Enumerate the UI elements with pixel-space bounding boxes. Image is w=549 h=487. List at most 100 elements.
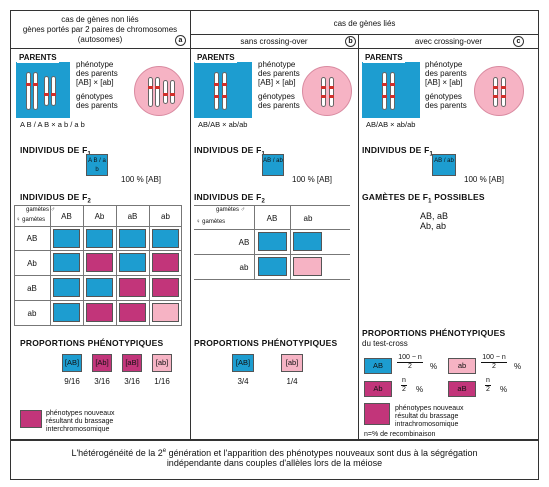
chromosome <box>493 77 498 107</box>
phenotype-box: [aB] <box>122 354 142 372</box>
punnett-cell <box>86 303 113 322</box>
col-header: AB <box>61 212 72 221</box>
punnett-cell <box>152 278 179 297</box>
col-b-punnett-grid: ♀ gamètes gamètes ♂ AB ab AB ab <box>194 205 350 280</box>
fraction-label: 9/16 <box>64 377 80 386</box>
punnett-cell <box>53 253 80 272</box>
col-c-parents-box <box>362 62 420 118</box>
header-divider-top <box>190 34 539 35</box>
percent-label: % <box>500 385 508 394</box>
legend-line-1: phénotypes nouveaux <box>46 410 115 417</box>
col-b-genotype-value: AB/AB × ab/ab <box>198 120 248 129</box>
row-header: AB <box>26 234 38 243</box>
col-a-f1-percent: 100 % [AB] <box>121 175 162 184</box>
col-c-prop-subtitle: du test-cross <box>362 339 408 348</box>
gametes-female-label: ♀ gamètes <box>196 219 226 225</box>
col-a-parents-label: PARENTS <box>17 53 59 63</box>
col-b-phenotype-label-1: phénotype <box>258 60 296 69</box>
percent-label: % <box>416 385 424 394</box>
phenotype-box: Ab <box>364 381 392 397</box>
col-c-genotype-label-2: des parents <box>425 101 467 110</box>
col-c-gametes-title: GAMÈTES DE F1 POSSIBLES <box>362 192 485 205</box>
punnett-cell <box>86 278 113 297</box>
row-header: ab <box>239 263 249 272</box>
col-b-phenotype-value: [AB] × [ab] <box>258 78 296 87</box>
col-b-genotype-label-2: des parents <box>258 101 300 110</box>
phenotype-box: [ab] <box>152 354 172 372</box>
chromosome <box>501 77 506 107</box>
col-header: AB <box>266 214 278 223</box>
col-a-phenotype-label-1: phénotype <box>76 60 114 69</box>
chromosome <box>163 80 168 104</box>
header-divider-bc <box>190 48 539 49</box>
linked-genes-header: cas de gènes liés <box>333 19 396 28</box>
punnett-cell <box>119 303 146 322</box>
fraction-label: 3/4 <box>237 377 249 386</box>
chromosome <box>51 76 56 106</box>
chromosome <box>155 77 160 107</box>
col-b-f1-title: INDIVIDUS DE F1 <box>194 145 265 158</box>
punnett-cell <box>258 232 287 251</box>
col-b-f1-cell: AB / ab <box>262 154 284 176</box>
col-a-parents-circle <box>134 66 184 116</box>
col-header: Ab <box>94 212 105 221</box>
col-a-genotype-label-2: des parents <box>76 101 118 110</box>
col-c-phenotype-value: [AB] × [ab] <box>425 78 463 87</box>
col-b-header: sans crossing-over <box>240 37 308 46</box>
row-header: Ab <box>27 259 37 268</box>
punnett-cell <box>86 253 113 272</box>
col-a-phenotype-label-2: des parents <box>76 69 118 78</box>
col-b-f2-title: INDIVIDUS DE F2 <box>194 192 266 205</box>
col-a-f1-title: INDIVIDUS DE F1 <box>20 145 91 158</box>
punnett-cell <box>293 232 322 251</box>
col-a-header-3: (autosomes) <box>77 35 123 44</box>
col-a-genotype-value: A B / A B × a b / a b <box>20 120 85 129</box>
caption-frame <box>10 440 539 480</box>
col-a-f1-cell: A B / a b <box>86 154 108 176</box>
col-c-f1-title: INDIVIDUS DE F1 <box>362 145 433 158</box>
chromosome <box>148 77 153 107</box>
col-c-parents-label: PARENTS <box>363 53 405 63</box>
col-c-phenotype-label-2: des parents <box>425 69 467 78</box>
punnett-cell <box>119 229 146 248</box>
punnett-cell <box>258 257 287 276</box>
col-c-genotype-label-1: génotypes <box>425 92 462 101</box>
col-b-parents-box <box>194 62 252 118</box>
col-c-parents-circle <box>474 66 524 116</box>
punnett-cell <box>53 229 80 248</box>
col-c-letter: c <box>513 36 524 47</box>
punnett-cell <box>152 229 179 248</box>
col-c-genotype-value: AB/AB × ab/ab <box>366 120 416 129</box>
legend-swatch-recombinant <box>364 403 390 425</box>
col-a-punnett-grid: ♀ gamètes gamètes ♂ AB Ab aB ab AB Ab aB… <box>14 205 182 329</box>
col-b-letter: b <box>345 36 356 47</box>
legend-line-1: phénotypes nouveaux <box>395 405 464 412</box>
legend-line-4: n=% de recombinaison <box>364 431 436 438</box>
col-divider-ab <box>190 10 191 440</box>
punnett-cell <box>293 257 322 276</box>
col-b-parents-circle <box>302 66 352 116</box>
phenotype-box: [AB] <box>232 354 254 372</box>
col-c-prop-title: PROPORTIONS PHÉNOTYPIQUES <box>362 328 506 338</box>
col-a-f2-title: INDIVIDUS DE F2 <box>20 192 92 205</box>
punnett-cell <box>152 253 179 272</box>
chromosome <box>321 77 326 107</box>
col-a-letter: a <box>175 35 186 46</box>
col-c-f1-cell: AB / ab <box>432 154 456 176</box>
phenotype-box: aB <box>448 381 476 397</box>
punnett-cell <box>53 303 80 322</box>
col-b-genotype-label-1: génotypes <box>258 92 295 101</box>
header-divider-a <box>10 48 190 49</box>
fraction-label: 1/4 <box>286 377 298 386</box>
phenotype-box: [AB] <box>62 354 82 372</box>
gametes-male-label: gamètes ♂ <box>26 207 56 213</box>
col-b-parents-label: PARENTS <box>195 53 237 63</box>
chromosome <box>44 76 49 106</box>
punnett-cell <box>119 253 146 272</box>
fraction-label: 1/16 <box>154 377 170 386</box>
col-b-f1-percent: 100 % [AB] <box>292 175 333 184</box>
chromosome <box>390 72 395 110</box>
